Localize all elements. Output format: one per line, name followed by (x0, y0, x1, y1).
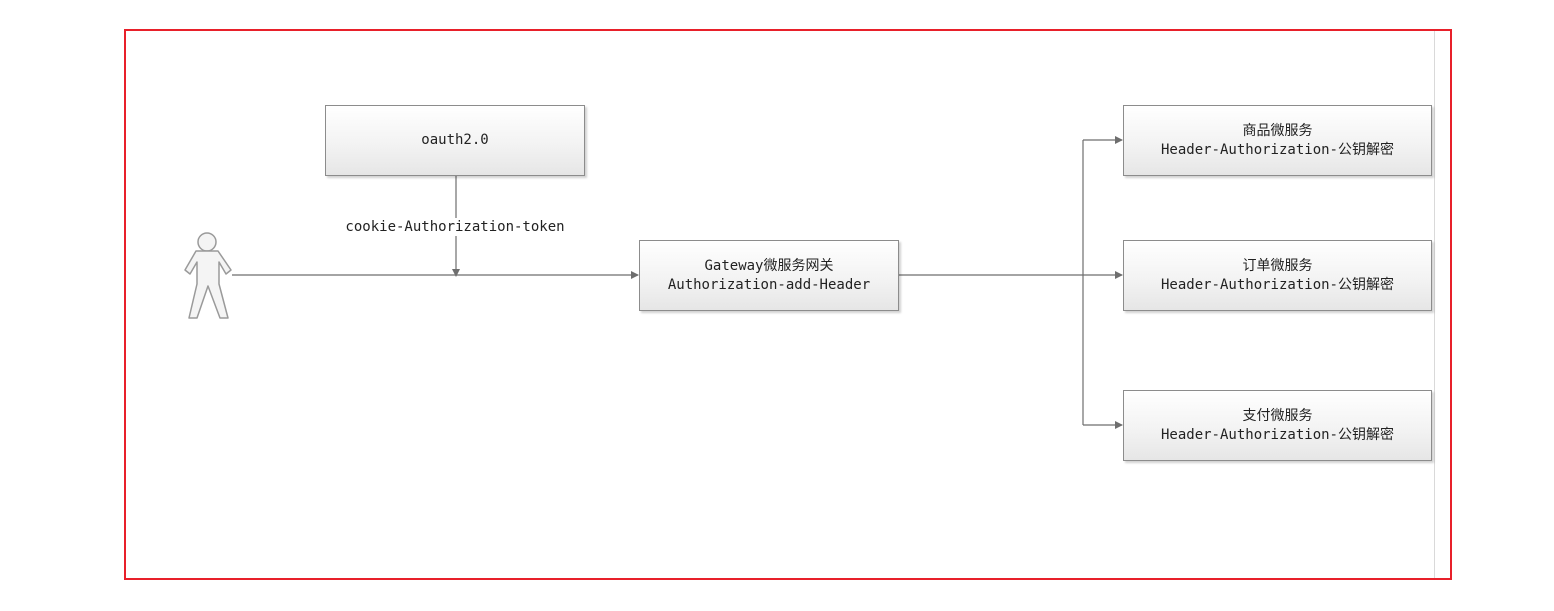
node-oauth: oauth2.0 (325, 105, 585, 176)
node-order-subtitle: Header-Authorization-公钥解密 (1160, 276, 1394, 293)
node-pay-subtitle: Header-Authorization-公钥解密 (1160, 426, 1394, 443)
diagram-frame (124, 29, 1452, 580)
page-guide-line (1434, 31, 1435, 578)
node-gateway-subtitle: Authorization-add-Header (667, 276, 871, 293)
node-goods-service: 商品微服务 Header-Authorization-公钥解密 (1123, 105, 1432, 176)
node-pay-title: 支付微服务 (1242, 407, 1313, 424)
node-oauth-label: oauth2.0 (421, 132, 489, 148)
node-order-service: 订单微服务 Header-Authorization-公钥解密 (1123, 240, 1432, 311)
user-actor-icon (184, 232, 232, 319)
node-order-title: 订单微服务 (1242, 257, 1313, 274)
node-goods-subtitle: Header-Authorization-公钥解密 (1160, 141, 1394, 158)
node-gateway-title: Gateway微服务网关 (704, 257, 834, 274)
edge-label-cookie-token: cookie-Authorization-token (330, 218, 580, 236)
node-pay-service: 支付微服务 Header-Authorization-公钥解密 (1123, 390, 1432, 461)
node-gateway: Gateway微服务网关 Authorization-add-Header (639, 240, 899, 311)
node-goods-title: 商品微服务 (1242, 122, 1313, 139)
